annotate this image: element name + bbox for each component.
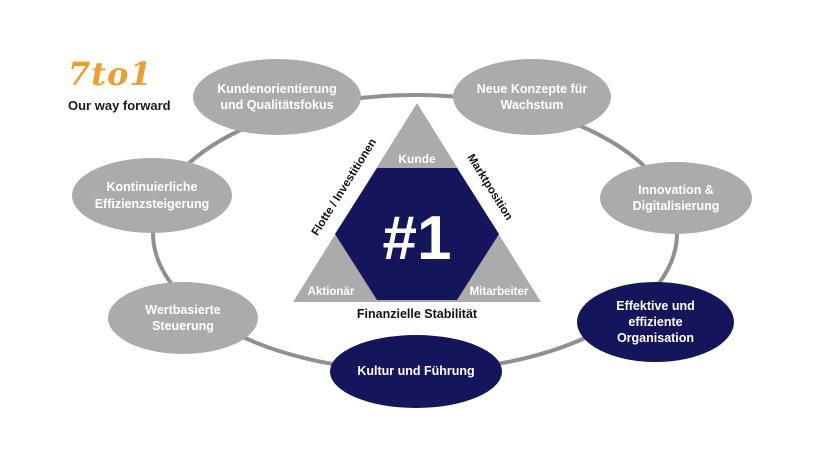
bubble-kontinuierliche-effizienz: Kontinuierliche Effizienzsteigerung (72, 158, 232, 233)
brand-wordmark: 7to1 (68, 55, 153, 93)
bubble-label: Kundenorientierung und Qualitätsfokus (217, 81, 337, 112)
triangle-label-mitarbeiter: Mitarbeiter (470, 286, 529, 298)
rank-number: #1 (383, 204, 452, 273)
bubble-neue-konzepte: Neue Konzepte für Wachstum (453, 59, 611, 135)
hexagon-shape (335, 168, 499, 300)
bubble-label: Effektive und effiziente Organisation (616, 298, 695, 346)
brand-tagline: Our way forward (68, 98, 171, 113)
triangle-label-kunde: Kunde (398, 152, 436, 166)
bubble-kultur-fuehrung: Kultur und Führung (330, 335, 502, 408)
bubble-label: Kontinuierliche Effizienzsteigerung (94, 180, 210, 211)
triangle-label-aktionaer: Aktionär (308, 286, 355, 298)
bubble-label: Kultur und Führung (357, 364, 475, 379)
bubble-label: Neue Konzepte für Wachstum (476, 81, 588, 112)
bubble-effektive-organisation: Effektive und effiziente Organisation (577, 282, 734, 362)
bubble-kundenorientierung: Kundenorientierung und Qualitätsfokus (193, 59, 361, 135)
bubble-label: Innovation & Digitalisierung (632, 182, 720, 213)
triangle-label-finanzielle-stabilitaet: Finanzielle Stabilität (357, 307, 478, 321)
bubble-innovation-digitalisierung: Innovation & Digitalisierung (600, 162, 752, 234)
brand-logo: 7to1 Our way forward (68, 58, 188, 113)
bubble-wertbasierte-steuerung: Wertbasierte Steuerung (108, 282, 258, 354)
bubble-label: Wertbasierte Steuerung (145, 302, 221, 333)
